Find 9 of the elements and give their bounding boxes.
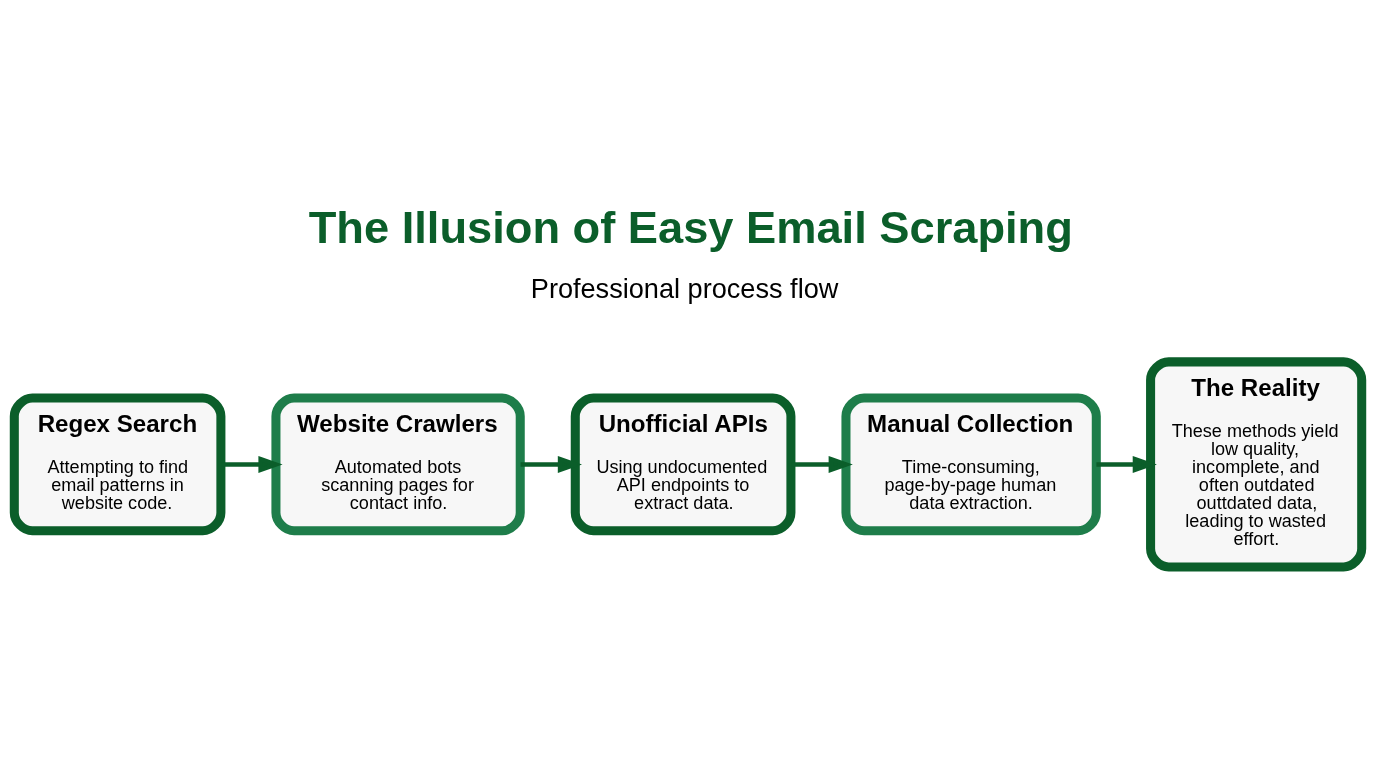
diagram-title: The Illusion of Easy Email Scraping — [308, 201, 1073, 253]
arrow — [520, 455, 582, 473]
arrow — [1096, 455, 1157, 473]
node-box: Manual Collection Time-consuming, page-by-page human data extraction. — [841, 393, 1101, 535]
node-box: Regex Search Attempting to find email patterns in website code. — [9, 393, 226, 535]
label: Professional process flow — [530, 272, 839, 304]
node-box: Unofficial APIs Using undocumented API endpoints to extract data. — [570, 393, 796, 535]
node-box: The Reality These methods yield low quality, incomplete, and often outdated outtdated data, leading to wasted effort. — [1146, 356, 1367, 571]
node-box: Website Crawlers Automated bots scanning pages for contact info. — [271, 393, 525, 535]
